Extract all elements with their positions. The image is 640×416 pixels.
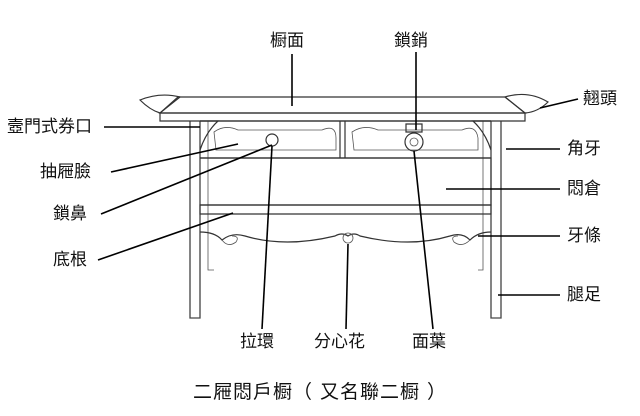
label-la-huan: 拉環: [240, 332, 274, 352]
label-ya-tiao: 牙條: [567, 226, 601, 246]
leader-lines: [97, 52, 579, 330]
left-drawer-pull: [265, 133, 279, 147]
blind-compartment: [200, 157, 492, 206]
leader-chou-ti-lian: [110, 143, 239, 173]
lock-bar: [405, 123, 423, 133]
diagram-caption: 二屜悶戶橱（ 又名聯二橱 ）: [192, 381, 448, 403]
leader-la-huan: [261, 145, 273, 330]
leg-back-right: [478, 121, 484, 271]
apron-scroll-right: [452, 235, 471, 245]
label-suo-xiao: 鎖銷: [394, 31, 428, 51]
right-drawer-panel: [351, 127, 479, 151]
label-tui-zu: 腿足: [567, 285, 601, 305]
cabinet-top-surface: [158, 96, 527, 114]
leg-back-left: [207, 121, 214, 271]
leg-front-left: [189, 121, 201, 319]
corner-bracket-right: [471, 120, 492, 151]
label-qiao-tou: 翹頭: [583, 89, 617, 109]
label-di-gen: 底根: [53, 250, 87, 270]
label-jiao-ya: 角牙: [567, 139, 601, 159]
label-mian-ye: 面葉: [412, 332, 446, 352]
leg-front-right: [490, 121, 502, 319]
leader-qiao-tou: [539, 98, 579, 109]
leader-mian-ye: [413, 150, 434, 330]
cabinet-top-edge: [159, 112, 526, 122]
label-suo-bi: 鎖鼻: [53, 204, 87, 224]
right-drawer-plate: [404, 132, 424, 152]
right-everted-end: [503, 93, 549, 114]
leader-di-gen: [97, 212, 234, 261]
label-ya-men-quan-kou: 壼門式券口: [7, 117, 92, 137]
drawer-divider: [339, 121, 346, 158]
bottom-stretcher: [199, 204, 492, 215]
left-everted-end: [138, 94, 182, 114]
label-chu-mian: 橱面: [270, 31, 304, 51]
cabinet-illustration: [138, 93, 549, 319]
apron: [199, 231, 492, 243]
left-drawer-panel: [213, 127, 337, 151]
label-chou-ti-lian: 抽屜臉: [40, 162, 91, 182]
leader-suo-bi: [100, 144, 273, 215]
label-fen-xin-hua: 分心花: [314, 332, 365, 352]
center-flower: [342, 232, 354, 244]
label-men-cang: 悶倉: [567, 179, 601, 199]
apron-scroll-left: [221, 235, 238, 245]
leader-fen-xin-hua: [345, 243, 349, 330]
